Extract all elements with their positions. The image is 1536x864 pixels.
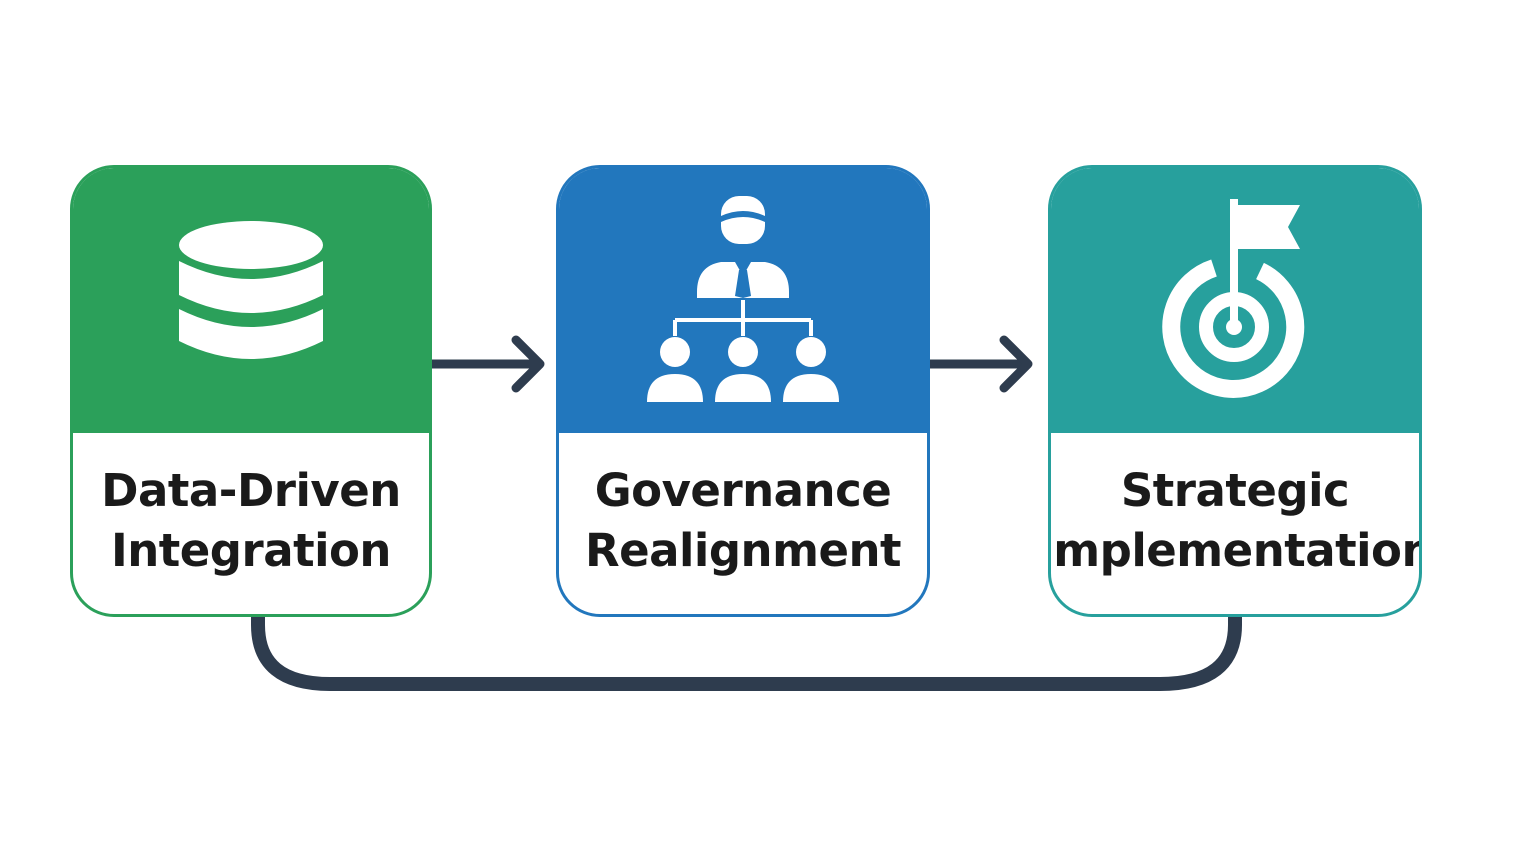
step-label-line: Governance [594,463,892,517]
step-card-governance-realignment: Governance Realignment [556,165,930,617]
target-flag-icon [1162,198,1305,398]
card-header [559,168,927,433]
step-label-line: Implementation [1048,523,1422,577]
arrow-right-icon [925,335,1033,393]
feedback-loop-connector [251,617,1242,691]
step-label: Governance Realignment [584,461,902,587]
card-header [73,168,429,433]
card-header [1051,168,1419,433]
step-label-line: Strategic [1120,463,1350,517]
step-label-line: Data-Driven [101,463,401,517]
org-chart-icon [647,195,839,402]
arrow-right-icon [427,335,545,393]
step-card-strategic-implementation: Strategic Implementation [1048,165,1422,617]
card-label-area: Data-Driven Integration [73,433,429,614]
database-icon [179,220,323,359]
card-label-area: Governance Realignment [559,433,927,614]
card-label-area: Strategic Implementation [1051,433,1419,614]
step-label-line: Realignment [584,523,902,577]
step-label: Strategic Implementation [1048,461,1422,587]
step-label-line: Integration [111,523,391,577]
step-label: Data-Driven Integration [101,461,401,587]
step-card-data-driven-integration: Data-Driven Integration [70,165,432,617]
